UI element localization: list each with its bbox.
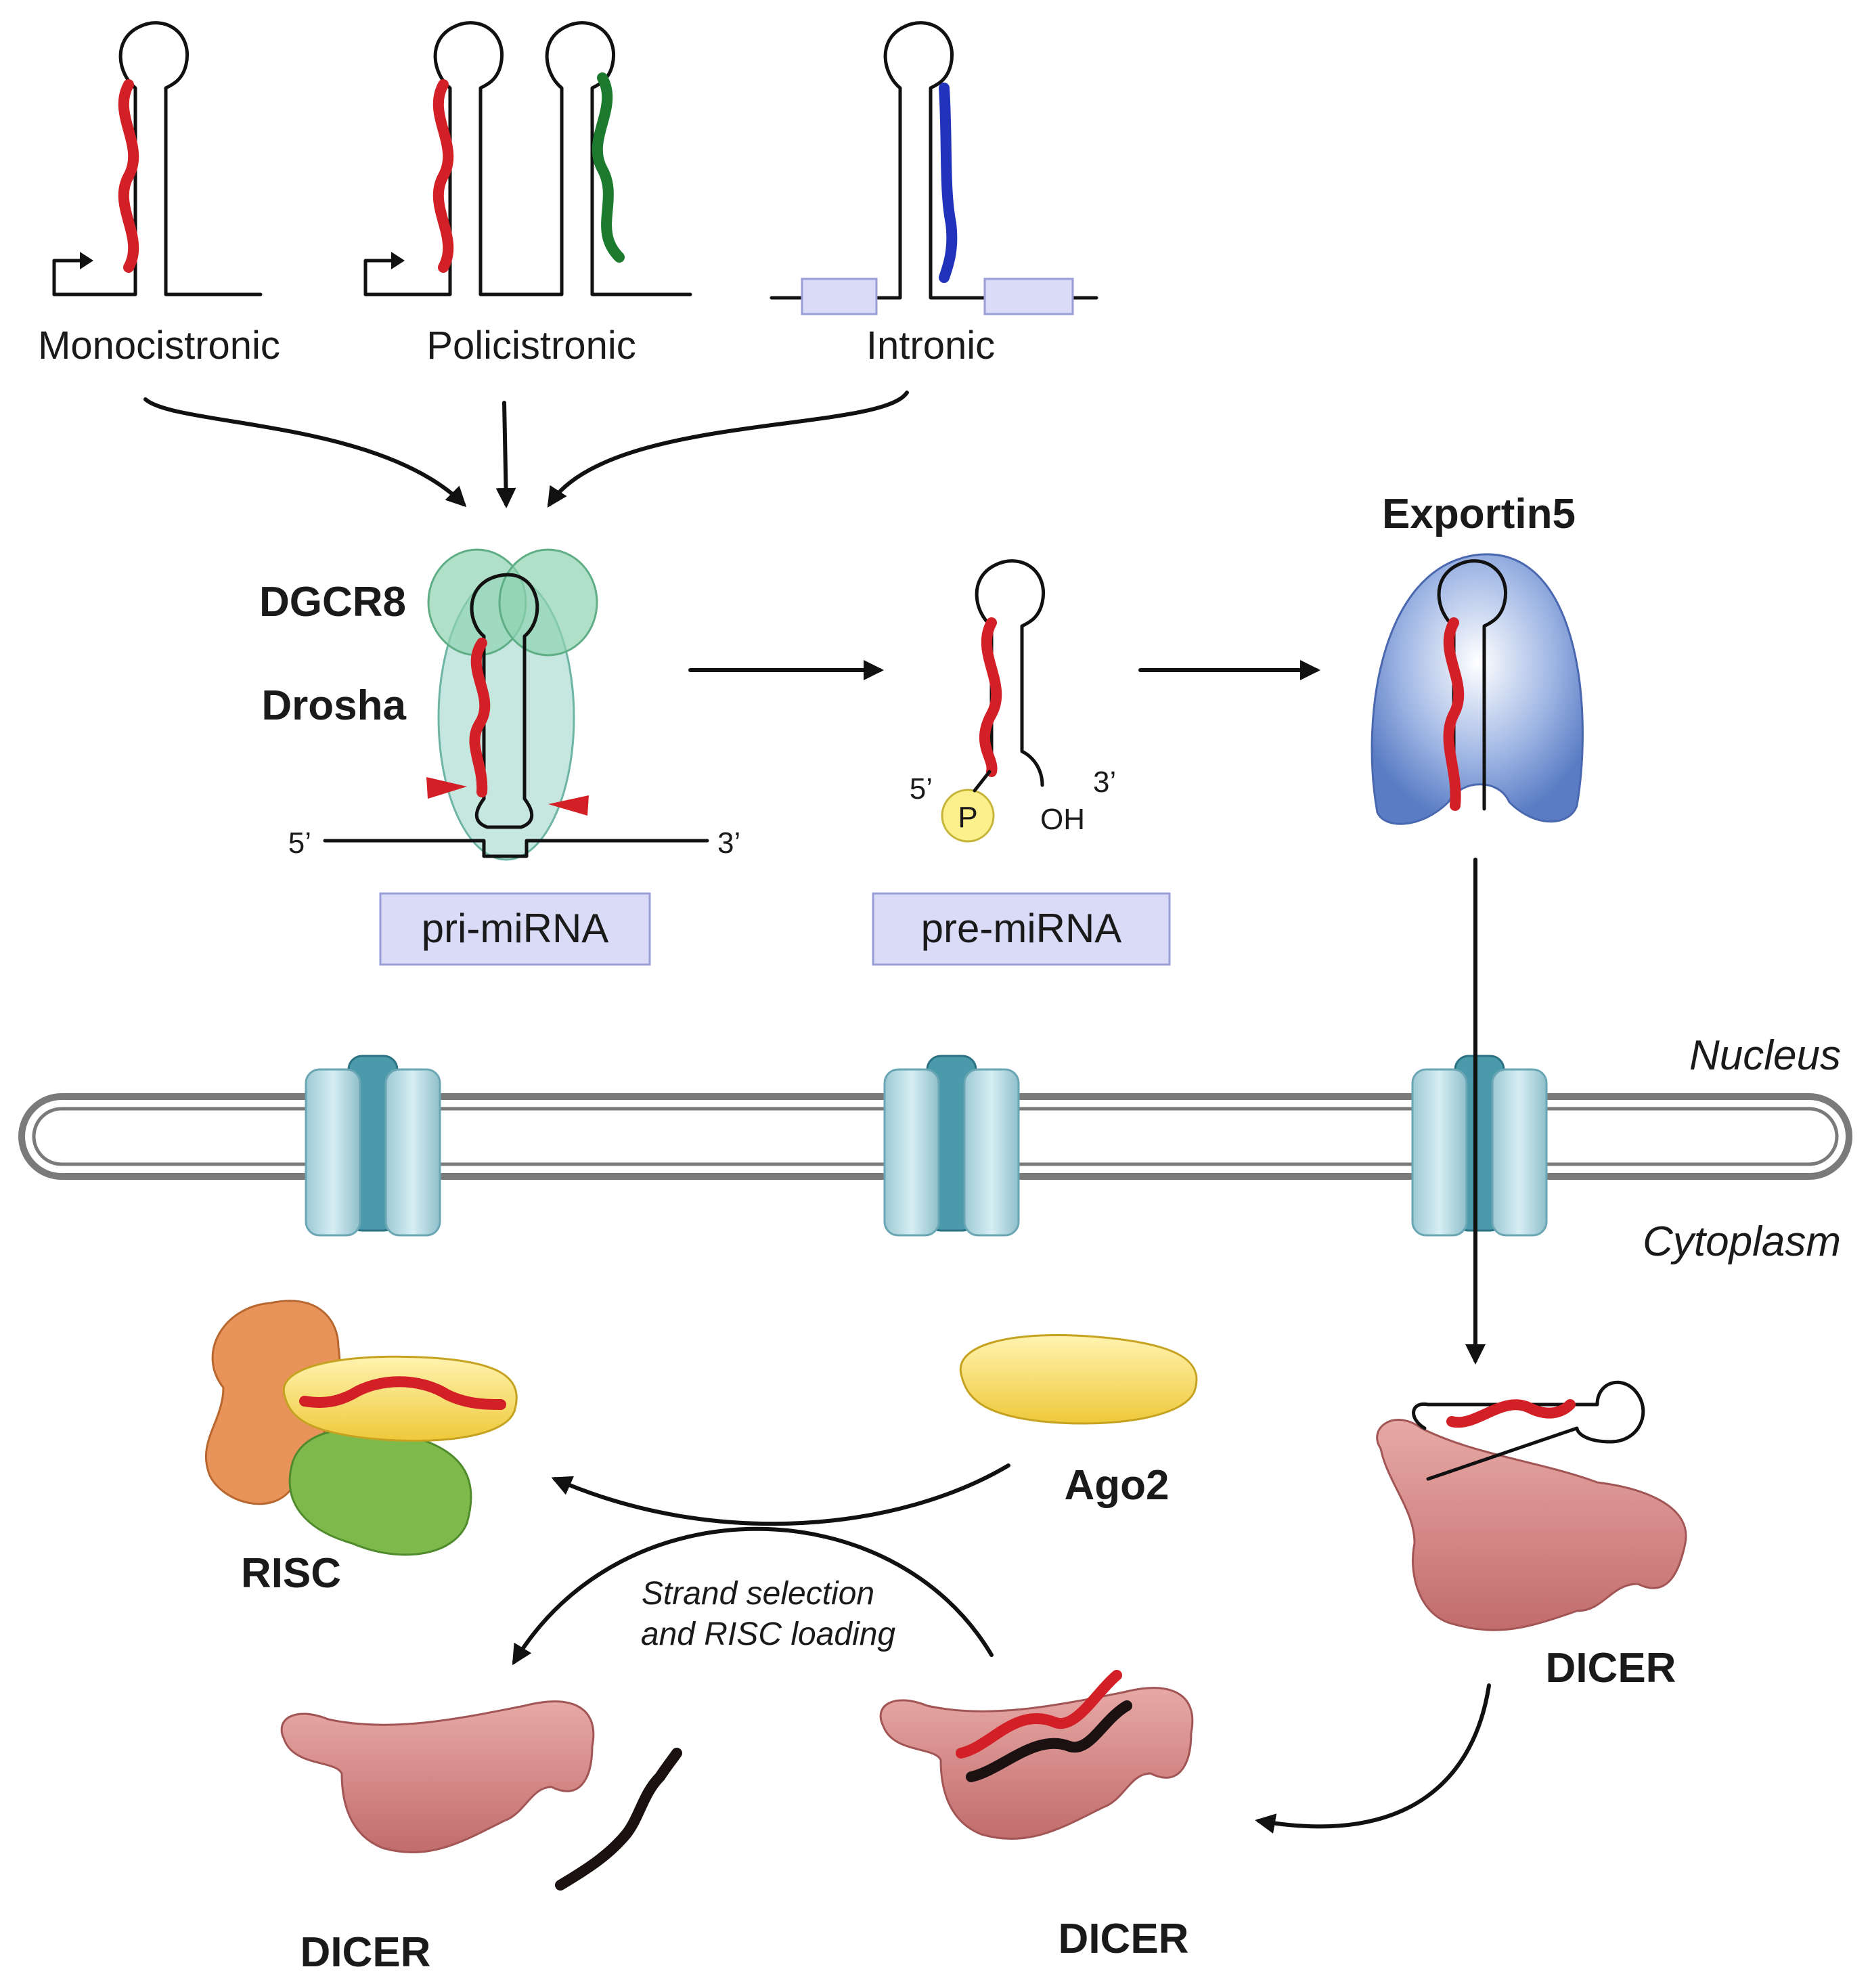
nucleus-label: Nucleus <box>1689 1032 1841 1079</box>
pri-mirna-label: pri-miRNA <box>422 906 609 951</box>
dicer-label-right: DICER <box>1546 1645 1676 1692</box>
nuclear-pore <box>883 1055 1020 1237</box>
phosphate-label: P <box>958 801 977 834</box>
arrow-monocistronic <box>143 397 467 508</box>
dgcr8-label: DGCR8 <box>259 579 406 625</box>
exon-box <box>983 278 1074 315</box>
drosha-complex: DGCR8 Drosha 5’ 3’ <box>259 548 740 861</box>
exportin5-complex: Exportin5 <box>1371 491 1584 825</box>
arrow-ago2-to-risc <box>551 1463 1010 1526</box>
pri-mirna-box <box>379 892 651 966</box>
dicer-label-left: DICER <box>300 1929 431 1976</box>
dicer-shape <box>1376 1419 1687 1631</box>
nuclear-pore <box>305 1055 441 1237</box>
dicer-released: DICER <box>280 1700 682 1976</box>
dicer-pre-mirna: DICER <box>1376 1380 1687 1692</box>
arrow-dicer-to-released <box>512 1526 994 1666</box>
monocistronic-label: Monocistronic <box>38 324 280 368</box>
nuclear-pore <box>1411 1055 1548 1237</box>
dgcr8-shape <box>498 548 598 657</box>
pre-mirna-hairpin: P 5’ OH 3’ <box>910 559 1116 843</box>
dicer-mirna-duplex: DICER <box>879 1670 1194 1962</box>
passenger-strand <box>555 1748 682 1891</box>
pre-mirna-label: pre-miRNA <box>921 906 1122 951</box>
pre-three-prime-label: 3’ <box>1093 766 1116 799</box>
arrow-intronic <box>547 391 909 508</box>
arrow-policistronic <box>495 401 516 508</box>
pre-five-prime-label: 5’ <box>910 772 933 805</box>
exportin5-label: Exportin5 <box>1382 491 1576 537</box>
risc-label: RISC <box>241 1550 341 1597</box>
exon-box <box>801 278 878 315</box>
dicer-shape <box>280 1700 595 1853</box>
promoter-arrow-icon <box>363 259 395 296</box>
arrow-to-dicer-duplex <box>1255 1683 1491 1834</box>
pre-mirna-box <box>872 892 1171 966</box>
monocistronic-hairpin: Monocistronic <box>38 21 280 368</box>
ago2-label: Ago2 <box>1065 1462 1170 1509</box>
hydroxyl-label: OH <box>1040 803 1085 836</box>
risc-complex: RISC <box>205 1300 518 1597</box>
promoter-arrow-icon <box>52 259 83 296</box>
strand-selection-label-line2: and RISC loading <box>641 1616 896 1652</box>
cleavage-site-icon <box>548 795 589 816</box>
intronic-hairpin: Intronic <box>770 21 1098 368</box>
drosha-label: Drosha <box>261 682 406 729</box>
ago2-protein: Ago2 <box>959 1333 1198 1509</box>
strand-selection-label-line1: Strand selection <box>642 1576 874 1612</box>
dicer-label-middle: DICER <box>1059 1916 1189 1962</box>
risc-green-subunit <box>288 1428 472 1556</box>
pri-three-prime-label: 3’ <box>717 826 740 860</box>
cytoplasm-label: Cytoplasm <box>1643 1218 1841 1265</box>
phosphate-icon <box>941 789 995 843</box>
exportin5-shape <box>1371 553 1584 825</box>
risc-ago2-subunit <box>282 1355 518 1442</box>
cleavage-site-icon <box>426 777 467 799</box>
dicer-shape <box>879 1687 1194 1840</box>
intronic-label: Intronic <box>866 324 995 368</box>
policistronic-hairpins: Policistronic <box>363 21 692 368</box>
pri-five-prime-label: 5’ <box>288 826 311 860</box>
policistronic-label: Policistronic <box>426 324 636 368</box>
